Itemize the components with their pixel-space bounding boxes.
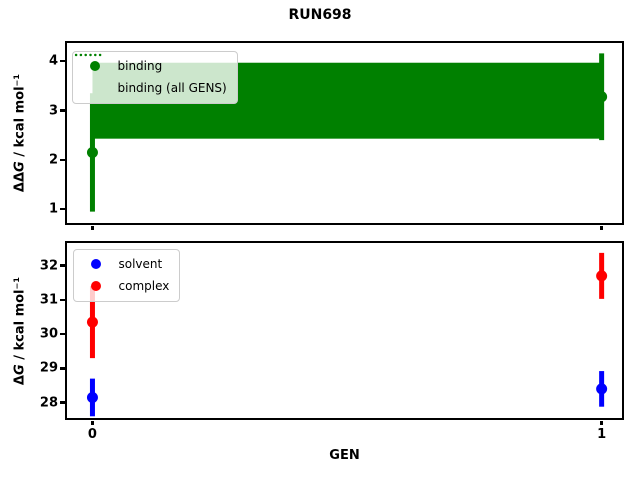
- y-tick-label: 2: [48, 152, 58, 168]
- x-tick: [600, 420, 603, 425]
- ylabel-part-italic: G: [12, 161, 28, 172]
- y-tick: [60, 207, 65, 211]
- ylabel-part: ΔΔ: [12, 171, 28, 193]
- y-tick-label: 3: [48, 103, 58, 119]
- y-tick-label: 1: [48, 201, 58, 217]
- dotted-line-svg: [74, 53, 103, 56]
- complex-marker-icon: [79, 281, 113, 291]
- legend-label: complex: [118, 279, 170, 293]
- legend-entry-binding: binding: [78, 57, 227, 76]
- legend-label: binding: [117, 59, 163, 73]
- legend-entry-complex: complex: [79, 277, 170, 296]
- solvent-marker-icon: [79, 259, 113, 269]
- x-tick-label: 0: [87, 427, 97, 442]
- y-tick-label: 4: [48, 53, 58, 69]
- legend-label: binding (all GENS): [117, 81, 227, 95]
- top-legend: binding binding (all GENS): [71, 50, 238, 104]
- ylabel-part: / kcal mol⁻¹: [12, 73, 28, 162]
- solvent-point-1: [595, 382, 607, 394]
- y-tick-label: 30: [39, 326, 58, 342]
- solvent-point-0: [86, 391, 98, 403]
- binding-marker-icon: [78, 61, 112, 71]
- complex-point-0: [86, 316, 98, 328]
- y-tick: [60, 332, 65, 336]
- legend-entry-binding-all-gens: binding (all GENS): [74, 53, 227, 98]
- top-y-axis-label: ΔΔG / kcal mol⁻¹: [13, 74, 28, 192]
- y-tick: [60, 158, 65, 162]
- x-tick-label: 1: [597, 427, 607, 442]
- ylabel-part: / kcal mol⁻¹: [12, 276, 28, 365]
- x-tick: [600, 225, 603, 230]
- x-tick: [91, 420, 94, 425]
- complex-point-1: [595, 269, 607, 281]
- y-tick: [60, 298, 65, 302]
- y-tick-label: 29: [39, 360, 58, 376]
- blue-dot-icon: [90, 259, 101, 269]
- binding-point-1: [595, 90, 607, 102]
- bottom-legend: solvent complex: [72, 248, 181, 302]
- y-tick: [60, 59, 65, 63]
- x-tick: [91, 225, 94, 230]
- y-tick-label: 28: [39, 395, 58, 411]
- y-tick-label: 31: [39, 292, 58, 308]
- legend-label: solvent: [118, 257, 163, 271]
- y-tick: [60, 401, 65, 404]
- figure-title: RUN698: [288, 7, 352, 23]
- ylabel-part-italic: G: [12, 364, 28, 376]
- bottom-axes: solvent complex: [64, 240, 624, 420]
- y-tick: [60, 367, 65, 370]
- binding-point-0: [86, 146, 98, 158]
- red-dot-icon: [90, 281, 101, 291]
- legend-entry-solvent: solvent: [79, 255, 170, 274]
- y-tick: [60, 264, 65, 267]
- x-axis-label: GEN: [329, 448, 360, 463]
- bottom-y-axis-label: ΔG / kcal mol⁻¹: [13, 277, 28, 385]
- top-axes: binding binding (all GENS): [64, 40, 624, 225]
- green-dot-icon: [89, 61, 100, 71]
- ylabel-part: Δ: [12, 375, 28, 386]
- y-tick: [60, 109, 65, 112]
- y-tick-label: 32: [39, 258, 58, 274]
- ax1-plot-canvas: [86, 252, 607, 416]
